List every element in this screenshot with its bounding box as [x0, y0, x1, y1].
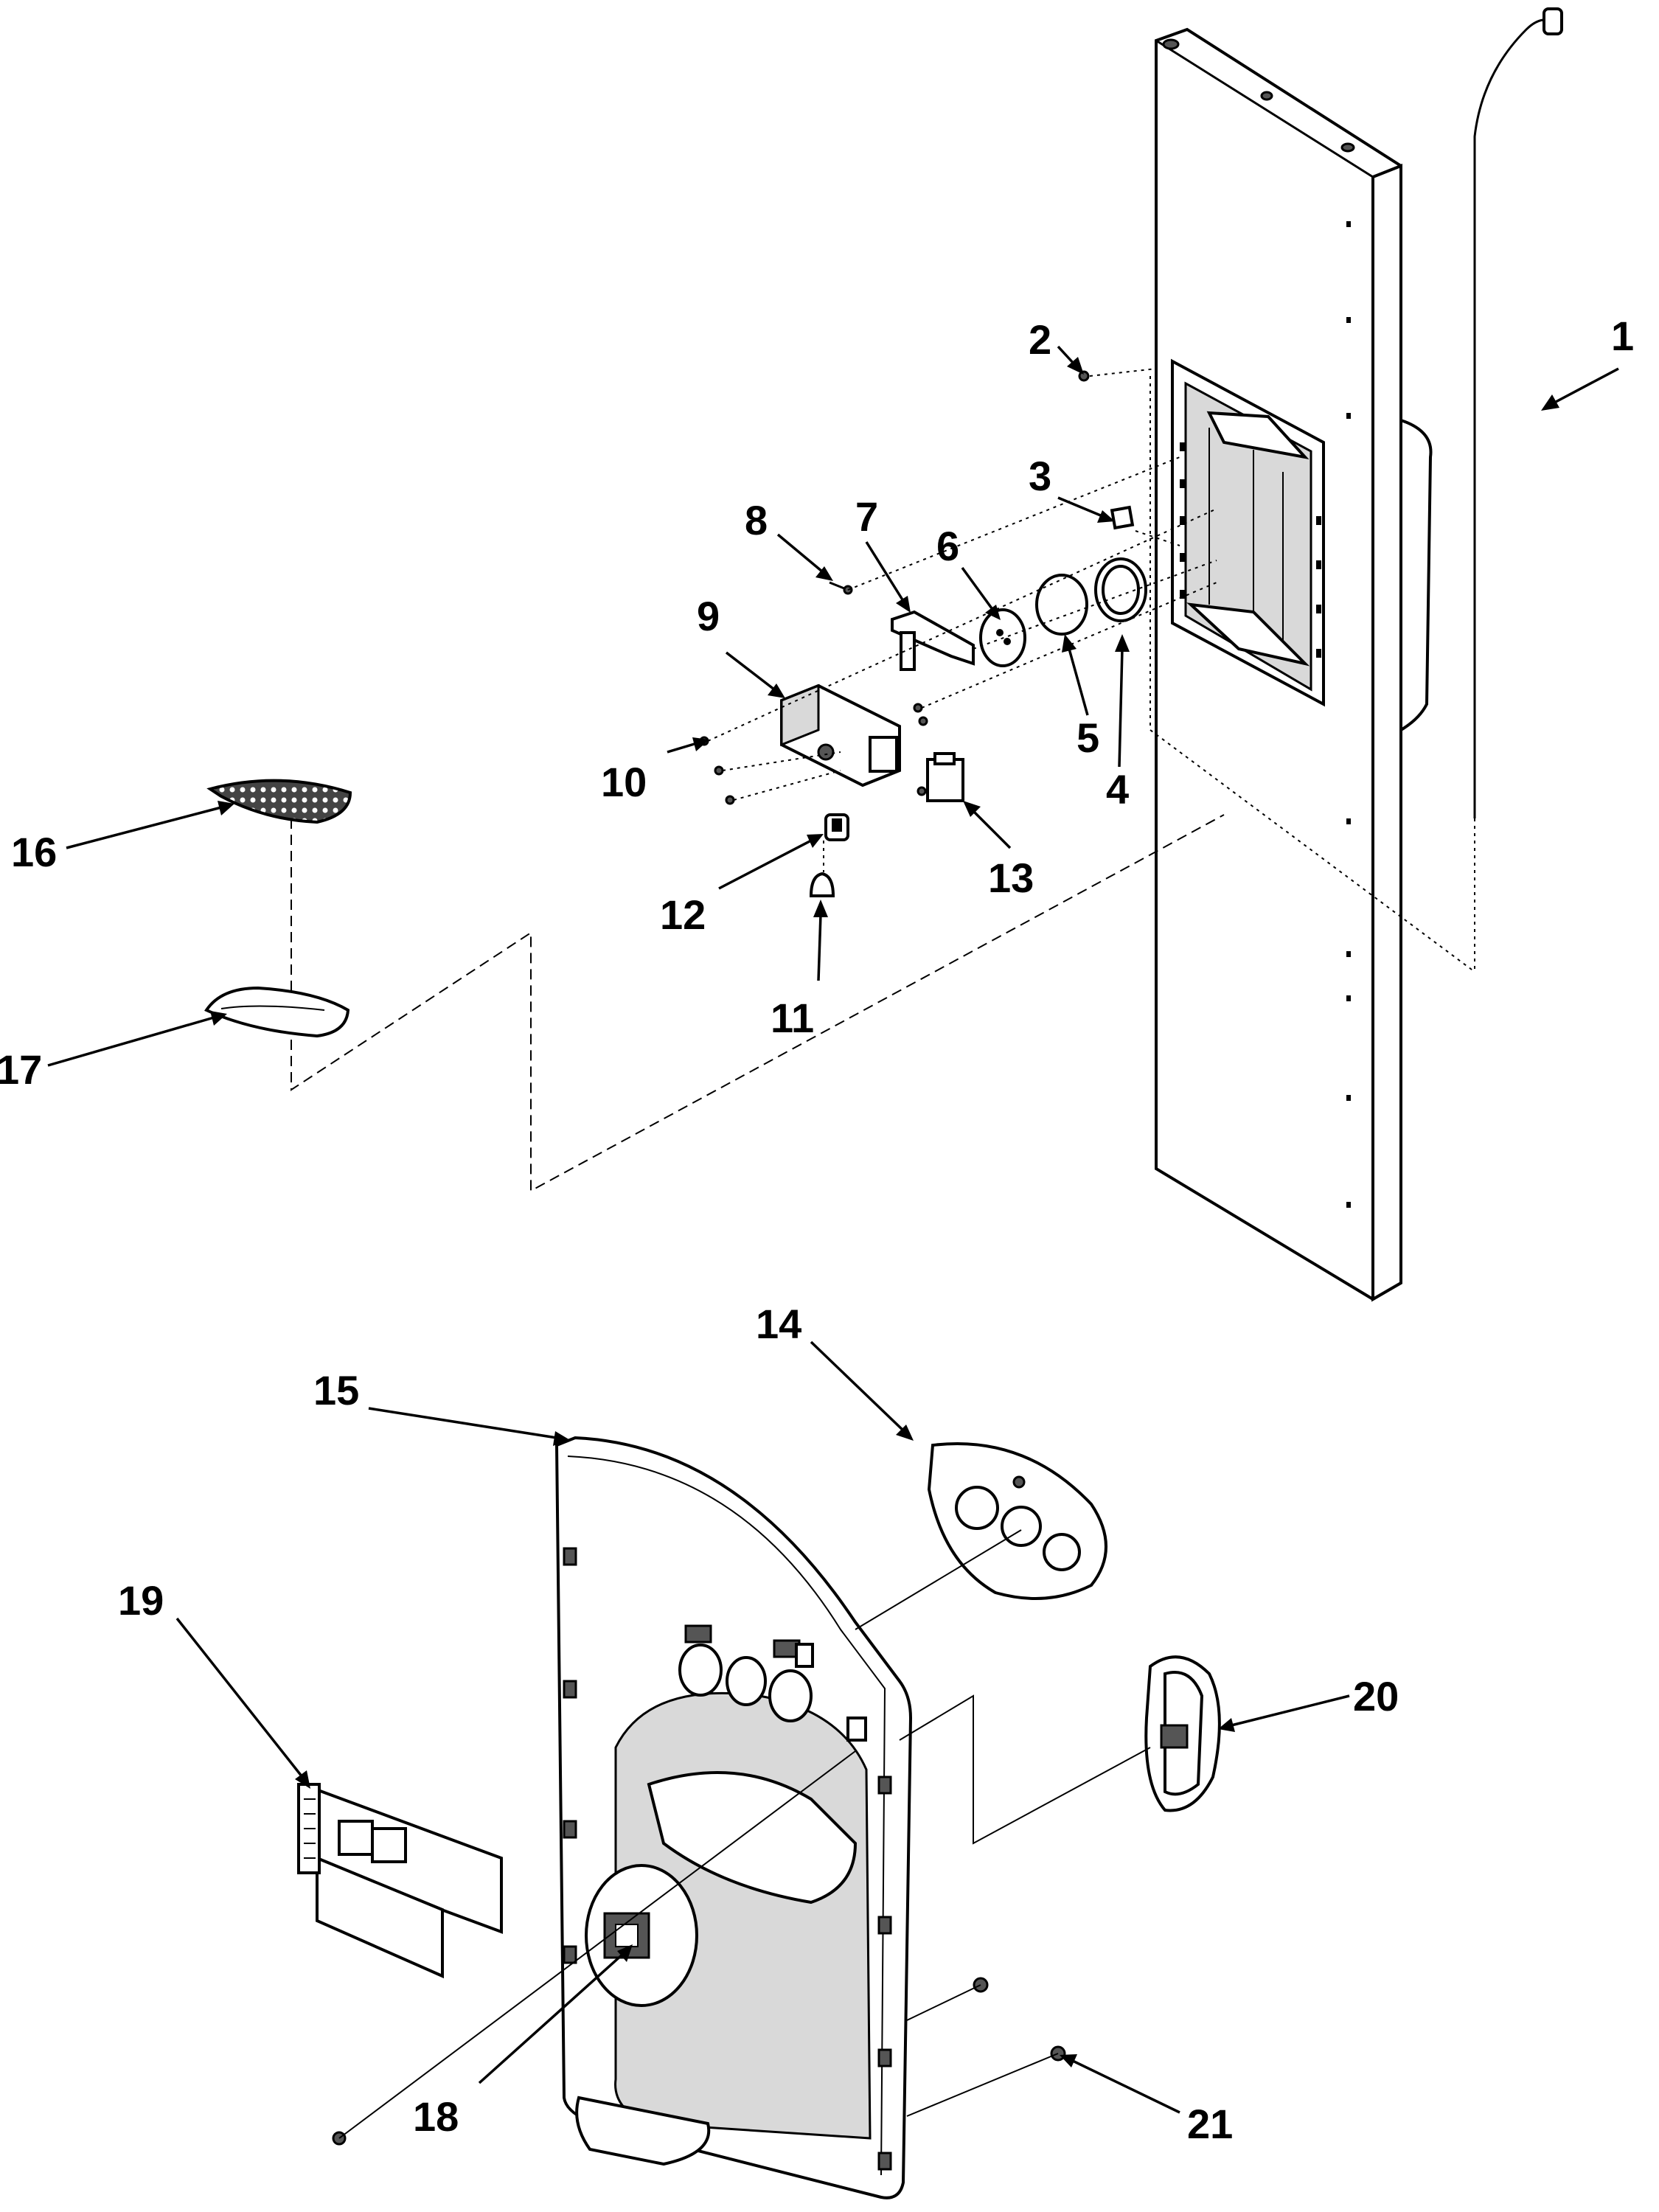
- dispenser-cavity: [1171, 358, 1325, 707]
- part-5-lens: [1035, 574, 1088, 636]
- callout-6: 6: [936, 523, 959, 569]
- callout-21: 21: [1187, 2101, 1233, 2147]
- assembly-lines-left: [291, 814, 1225, 1192]
- callout-12: 12: [660, 891, 706, 938]
- part-3-pad: [1110, 505, 1135, 530]
- callout-2: 2: [1029, 316, 1051, 363]
- callout-10: 10: [601, 759, 647, 805]
- part-9-housing: [780, 684, 928, 787]
- part-4-ring: [1094, 557, 1147, 622]
- callout-5: 5: [1077, 714, 1099, 761]
- callout-20: 20: [1353, 1673, 1399, 1719]
- part-21-screws: [973, 1977, 1066, 2062]
- part-14-gasket: [927, 1441, 1107, 1600]
- part-15-dispenser-panel: [554, 1436, 913, 2199]
- part-8-screw: [829, 581, 853, 595]
- callout-16: 16: [11, 829, 57, 875]
- door-panel: [1155, 27, 1433, 1302]
- callout-18: 18: [413, 2093, 459, 2140]
- assembly-lines-upper: [707, 368, 1475, 973]
- callout-11: 11: [771, 995, 814, 1041]
- part-13-solenoid: [917, 752, 964, 802]
- callout-1: 1: [1611, 313, 1634, 359]
- part-12-socket: [824, 813, 849, 841]
- part-11-bulb: [809, 841, 835, 897]
- callout-4: 4: [1106, 766, 1129, 813]
- callout-7: 7: [855, 493, 878, 540]
- part-7-bracket: [891, 610, 975, 671]
- assembly-lines-lower: [338, 1529, 1151, 2139]
- door-fasteners: [1346, 221, 1351, 1208]
- callout-9: 9: [697, 593, 720, 639]
- callout-numbers: 1 2 3 4 5 6 7 8 9 10 11 12 13 14 15 16 1…: [0, 313, 1634, 2147]
- part-20-cap: [1144, 1655, 1221, 1812]
- part-2-screw: [1078, 370, 1090, 382]
- callout-3: 3: [1029, 453, 1051, 499]
- part-18-switch: [585, 1864, 698, 2007]
- callout-8: 8: [745, 497, 768, 543]
- part-16-grille: [206, 779, 352, 824]
- callout-13: 13: [988, 855, 1034, 901]
- part-17-tray: [204, 986, 350, 1038]
- callout-19: 19: [118, 1577, 164, 1624]
- callout-15: 15: [313, 1367, 359, 1413]
- callout-leaders: [47, 345, 1619, 2114]
- callout-17: 17: [0, 1046, 42, 1093]
- part-1-tube: [1473, 7, 1563, 818]
- part-10-screws: [699, 736, 735, 805]
- part-19-circuit-board: [297, 1782, 503, 2146]
- callout-14: 14: [756, 1301, 801, 1347]
